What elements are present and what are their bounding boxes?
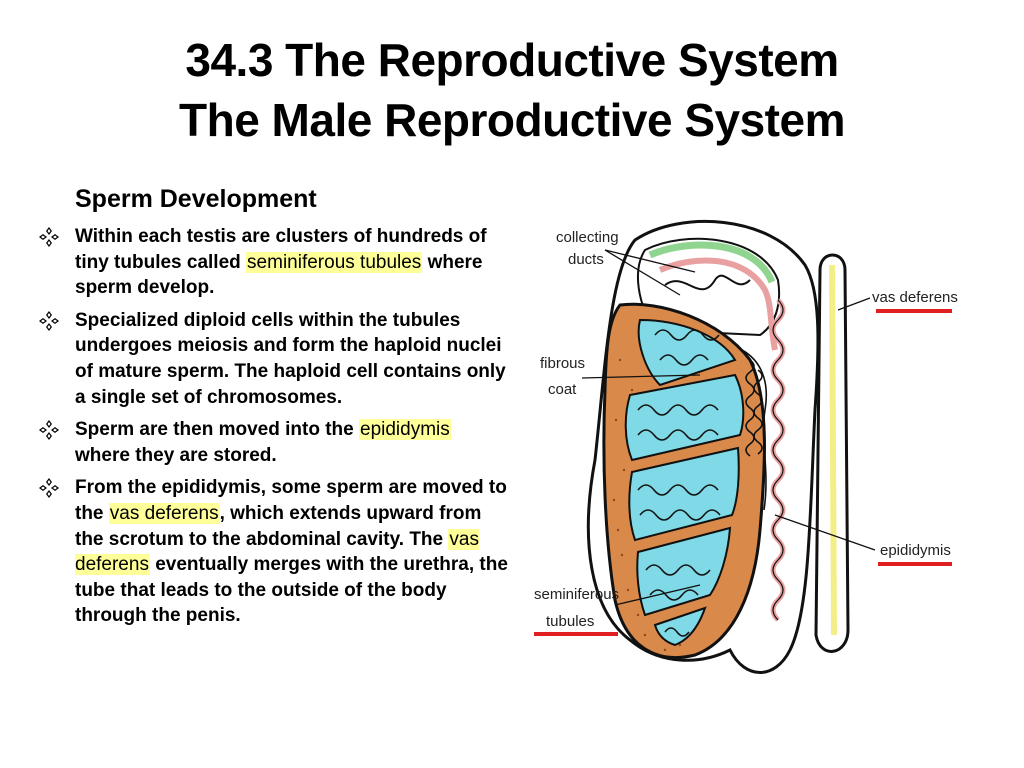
slide-title: 34.3 The Reproductive System The Male Re…	[0, 30, 1024, 150]
bullet-text: From the epididymis, some sperm are move…	[75, 477, 507, 524]
bullet-item: Specialized diploid cells within the tub…	[38, 308, 508, 410]
bullet-text: where they are stored.	[75, 444, 277, 466]
coat-stipple	[612, 358, 682, 652]
bullet-list: Within each testis are clusters of hundr…	[38, 224, 508, 636]
vas-deferens-lumen	[829, 264, 837, 636]
highlight-seminiferous-tubules: seminiferous tubules	[246, 251, 423, 273]
diamond-bullet-icon	[39, 227, 59, 247]
label-seminiferous-tubules-2: tubules	[546, 613, 594, 630]
label-fibrous-coat-2: coat	[548, 381, 577, 398]
collecting-duct-pink	[658, 257, 778, 351]
label-leaders	[581, 249, 876, 606]
label-epididymis: epididymis	[880, 542, 951, 559]
bullet-text: eventually merges with the urethra, the …	[75, 554, 508, 627]
bullet-text: Within each testis are clusters of hundr…	[75, 226, 487, 273]
bullet-item: Sperm are then moved into the epididymis…	[38, 417, 508, 468]
label-collecting-ducts-1: collecting	[556, 229, 619, 246]
bullet-item: From the epididymis, some sperm are move…	[38, 475, 508, 629]
diamond-bullet-icon	[39, 310, 59, 331]
collecting-duct-lines	[664, 274, 751, 291]
highlight-vas-deferens: vas deferens	[108, 502, 220, 524]
title-line-2: The Male Reproductive System	[179, 94, 845, 146]
diamond-bullet-icon	[39, 420, 59, 441]
label-collecting-ducts-2: ducts	[568, 251, 604, 268]
rete-testis-mesh	[741, 349, 767, 511]
seminiferous-lobules	[624, 318, 745, 647]
section-subheading: Sperm Development	[75, 185, 317, 213]
label-vas-deferens: vas deferens	[872, 289, 958, 306]
bullet-text: Sperm are then moved into the	[75, 419, 359, 441]
bullet-item: Within each testis are clusters of hundr…	[38, 224, 508, 301]
bullet-text: Specialized diploid cells within the tub…	[75, 309, 506, 408]
label-seminiferous-tubules-1: seminiferous	[534, 586, 619, 603]
testis-diagram: collecting ducts fibrous coat vas defere…	[534, 219, 958, 674]
bullet-text: where sperm develop.	[75, 251, 483, 299]
highlight-epididymis: epididymis	[359, 419, 451, 441]
title-line-1: 34.3 The Reproductive System	[185, 34, 839, 86]
tubule-coils	[637, 329, 721, 637]
diamond-bullet-icon	[39, 478, 59, 499]
bullet-text: , which extends upward from the scrotum …	[75, 502, 482, 550]
collecting-duct-green	[648, 241, 776, 284]
label-fibrous-coat-1: fibrous	[540, 355, 585, 372]
